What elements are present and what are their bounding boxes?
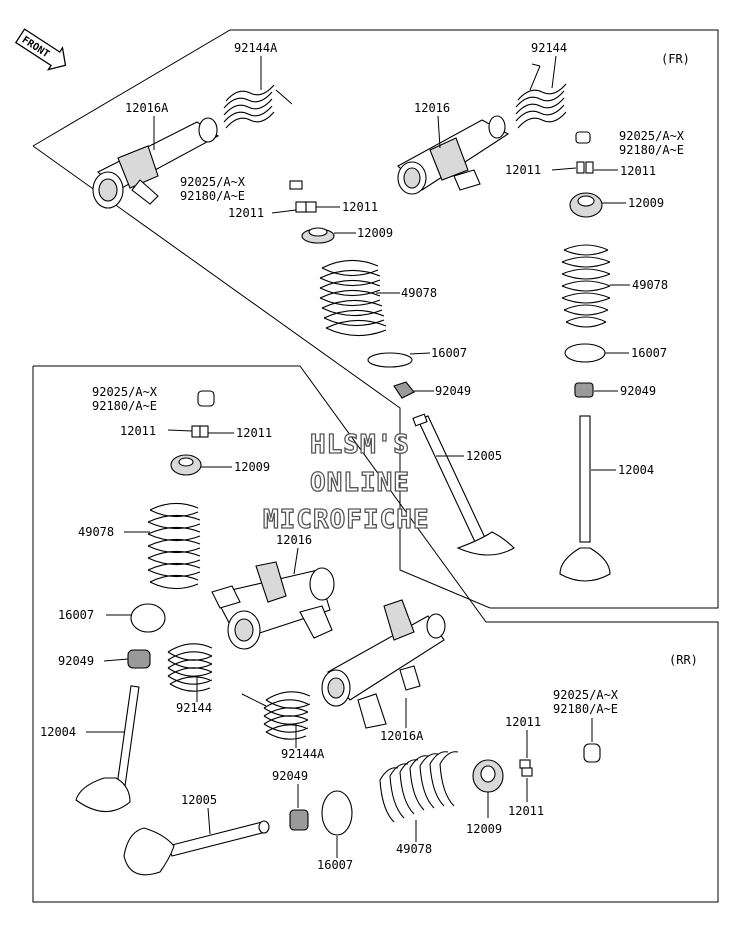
label-12011-fr-right-b: 12011 <box>620 164 656 178</box>
label-49078-rr-bottom: 49078 <box>396 842 432 856</box>
label-49078-fr-left: 49078 <box>401 286 437 300</box>
label-12011-rr-left-b: 12011 <box>236 426 272 440</box>
label-92025-rr-left: 92025/A~X <box>92 385 158 399</box>
label-92025-fr-left: 92025/A~X <box>180 175 246 189</box>
label-12011-rr-left-a: 12011 <box>120 424 156 438</box>
front-arrow-icon: FRONT <box>14 28 67 71</box>
label-92180-fr-left: 92180/A~E <box>180 189 245 203</box>
intake-valve-12004-rr <box>75 685 140 813</box>
valve-keeper-92025-rr-right <box>583 743 601 763</box>
valve-spring-49078-fr-left <box>319 259 387 337</box>
rr-section-frame <box>32 365 719 903</box>
fr-section-frame <box>32 29 719 609</box>
torsion-spring-92144-fr <box>515 63 567 129</box>
valve-stem-seal-92049-fr-right <box>574 382 594 398</box>
watermark-line-1: HLSM'S <box>310 430 410 460</box>
spring-seat-16007-rr-bottom <box>321 790 353 836</box>
watermark-line-2: ONLINE <box>310 468 410 498</box>
spring-retainer-12009-rr-bottom <box>472 759 504 793</box>
torsion-spring-92144a-rr <box>241 691 311 740</box>
label-49078-rr-left: 49078 <box>78 525 114 539</box>
label-49078-fr-right: 49078 <box>632 278 668 292</box>
label-16007-fr-right: 16007 <box>631 346 667 360</box>
label-92025-rr-right: 92025/A~X <box>553 688 619 702</box>
spring-seat-16007-fr-right <box>564 343 606 363</box>
label-12011-fr-left-a: 12011 <box>228 206 264 220</box>
intake-valve-12004-fr <box>559 415 611 582</box>
rocker-arm-12016-fr <box>397 115 510 195</box>
rocker-arm-12016a-rr <box>321 599 446 729</box>
label-92049-rr-bottom: 92049 <box>272 769 308 783</box>
label-12011-fr-right-a: 12011 <box>505 163 541 177</box>
label-92180-rr-right: 92180/A~E <box>553 702 618 716</box>
label-92180-fr-right: 92180/A~E <box>619 143 684 157</box>
spring-retainer-12009-fr-left <box>301 227 335 244</box>
label-12011-fr-left-b: 12011 <box>342 200 378 214</box>
spring-seat-16007-fr-left <box>367 352 413 368</box>
label-12005-fr: 12005 <box>466 449 502 463</box>
spring-retainer-12009-fr-right <box>569 192 603 218</box>
torsion-spring-92144a-fr <box>223 84 293 129</box>
label-12016a-fr: 12016A <box>125 101 169 115</box>
label-12005-rr: 12005 <box>181 793 217 807</box>
label-92144a-rr: 92144A <box>281 747 325 761</box>
valve-spring-49078-rr-bottom <box>379 751 459 823</box>
valve-stem-seal-92049-rr-bottom <box>289 809 309 831</box>
label-92049-rr-left: 92049 <box>58 654 94 668</box>
rocker-arm-12016a-fr <box>92 117 220 209</box>
label-12009-fr-left: 12009 <box>357 226 393 240</box>
label-16007-fr-left: 16007 <box>431 346 467 360</box>
label-12016-rr: 12016 <box>276 533 312 547</box>
valve-keeper-92025-rr-left <box>197 390 215 407</box>
label-12009-fr-right: 12009 <box>628 196 664 210</box>
label-92180-rr-left: 92180/A~E <box>92 399 157 413</box>
valve-cotter-12011-fr-right <box>576 161 594 174</box>
label-16007-rr-left: 16007 <box>58 608 94 622</box>
label-92025-fr-right: 92025/A~X <box>619 129 685 143</box>
exhaust-valve-12005-fr <box>412 413 515 556</box>
spring-seat-16007-rr-left <box>130 603 166 633</box>
watermark-line-3: MICROFICHE <box>263 505 430 535</box>
exhaust-valve-12005-rr <box>123 820 270 876</box>
label-92144-rr: 92144 <box>176 701 212 715</box>
label-92144-fr: 92144 <box>531 41 567 55</box>
valve-spring-49078-rr-left <box>147 502 201 590</box>
label-92049-fr-right: 92049 <box>620 384 656 398</box>
label-12011-rr-bottom-a: 12011 <box>505 715 541 729</box>
label-12004-rr: 12004 <box>40 725 76 739</box>
valve-cotter-12011-rr-left <box>191 425 209 438</box>
valve-spring-49078-fr-right <box>561 244 611 328</box>
label-92049-fr-left: 92049 <box>435 384 471 398</box>
valve-stem-seal-92049-rr-left <box>127 649 151 669</box>
label-12004-fr: 12004 <box>618 463 654 477</box>
rr-section-label: (RR) <box>669 653 698 667</box>
label-12009-rr-left: 12009 <box>234 460 270 474</box>
valve-cotter-12011-fr-left <box>295 201 317 213</box>
label-92144a-fr: 92144A <box>234 41 278 55</box>
rocker-arm-12016-rr <box>211 561 335 650</box>
label-16007-rr-bottom: 16007 <box>317 858 353 872</box>
valve-keeper-92025-fr-left <box>289 180 303 190</box>
torsion-spring-92144-rr <box>167 643 213 692</box>
valve-cotter-12011-rr-bottom <box>519 759 533 777</box>
spring-retainer-12009-rr-left <box>170 454 202 476</box>
label-12009-rr-bottom: 12009 <box>466 822 502 836</box>
valve-stem-seal-92049-fr-left <box>393 381 415 399</box>
label-12011-rr-bottom-b: 12011 <box>508 804 544 818</box>
label-12016-fr: 12016 <box>414 101 450 115</box>
fr-section-label: (FR) <box>661 52 690 66</box>
label-12016a-rr: 12016A <box>380 729 424 743</box>
valve-keeper-92025-fr-right <box>575 131 591 144</box>
